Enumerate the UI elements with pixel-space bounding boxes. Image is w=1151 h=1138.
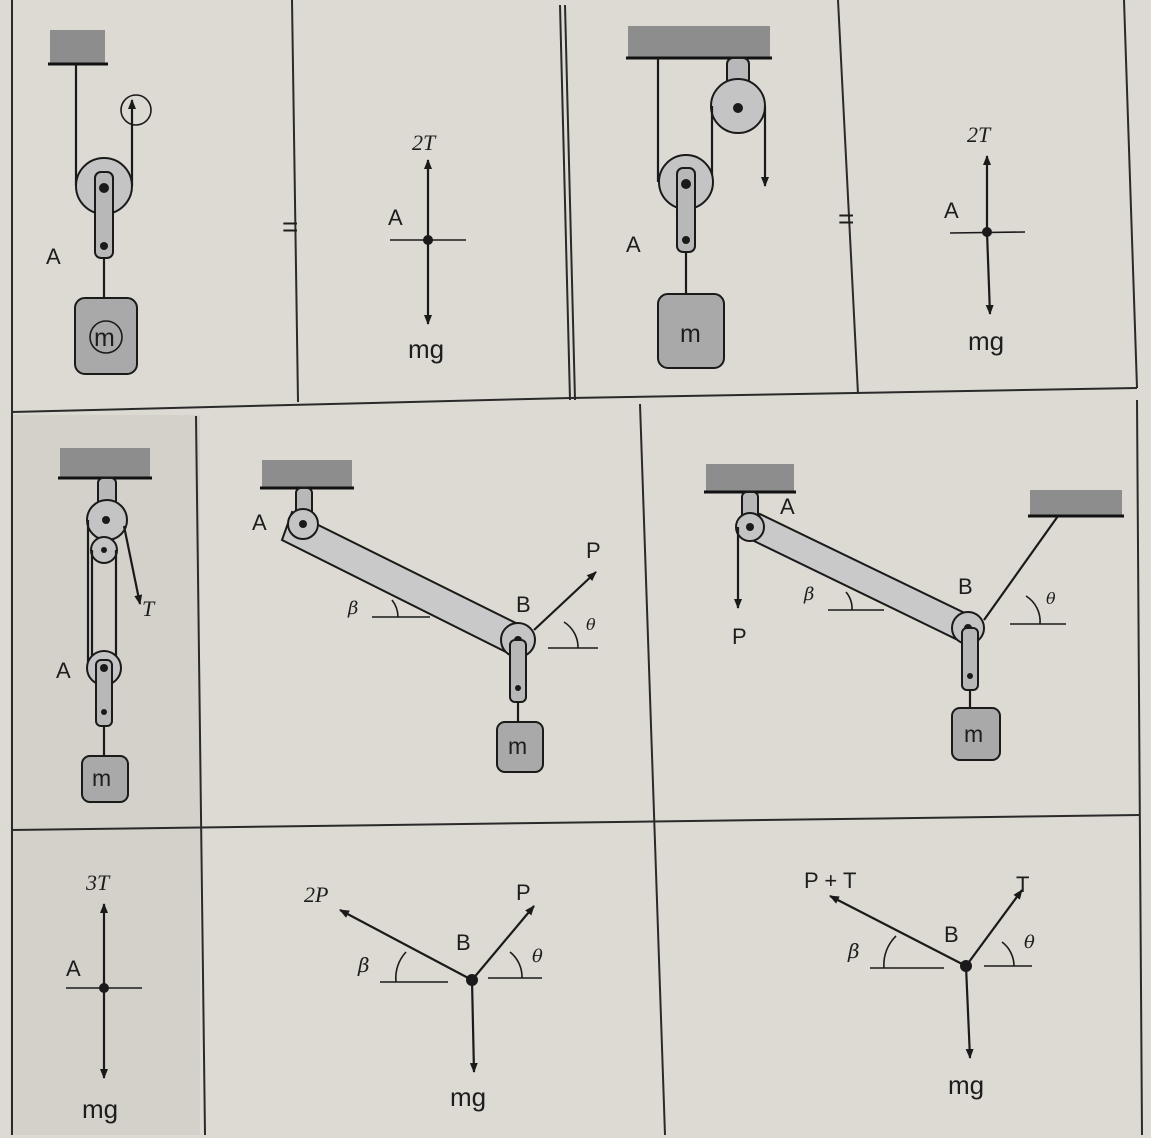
hand-circle-mark [120,94,152,126]
panel-8-free-body: 3T A mg [66,870,142,1124]
point-a-label: A [944,198,959,223]
point-b-label: B [958,574,973,599]
mass-label: m [94,324,115,352]
theta-label: θ [532,946,543,967]
point-a-label: A [388,205,403,230]
point-b-label: B [456,930,471,955]
mass-label: m [964,721,983,747]
point-a-label: A [56,658,71,683]
tension-2t-label: 2T [412,130,437,155]
equals-sign: = [282,211,298,242]
weight-label: mg [450,1082,486,1112]
beta-label: β [357,953,370,977]
tension-t-label: T [142,596,156,621]
tension-2t-label: 2T [967,122,992,147]
force-2p-label: 2P [304,882,328,907]
panel-10-free-body: P + T T β θ B mg [804,868,1035,1100]
force-p-plus-t-label: P + T [804,868,856,893]
mass-label: m [680,320,701,348]
theta-label: θ [1024,932,1035,953]
point-b-label: B [516,592,531,617]
beta-label: β [347,598,358,619]
beta-label: β [847,939,860,963]
weight-label: mg [968,326,1004,356]
mass-label: m [92,765,111,791]
tension-t-label: T [1016,872,1029,897]
panel-5-block-and-tackle: T m A [56,448,156,803]
equals-sign: = [838,203,854,234]
force-p-label: P [516,880,531,905]
panel-1-pulley: m A [46,30,152,375]
panel-grid [11,0,1143,1136]
point-a-label: A [252,510,267,535]
weight-label: mg [948,1070,984,1100]
theta-label: θ [1046,589,1056,608]
point-a-label: A [66,956,81,981]
theta-label: θ [586,615,596,634]
point-a-label: A [780,494,795,519]
point-b-label: B [944,922,959,947]
point-a-label: A [46,244,61,269]
weight-label: mg [82,1094,118,1124]
panel-6-bar-with-force: m P θ β A B [252,460,601,773]
mass-label: m [508,733,527,759]
force-p-label: P [732,624,747,649]
panel-9-free-body: 2P P β θ B mg [304,880,543,1112]
beta-label: β [803,584,814,605]
weight-label: mg [408,334,444,364]
tension-3t-label: 3T [85,870,111,895]
force-p-label: P [586,538,601,563]
panel-3-pulley: m A [626,26,772,369]
panel-7-bar-with-cable: P m θ β A B [704,464,1124,761]
panel-2-free-body: 2T A mg [388,130,466,364]
panel-4-free-body: 2T A mg [944,122,1026,356]
point-a-label: A [626,232,641,257]
